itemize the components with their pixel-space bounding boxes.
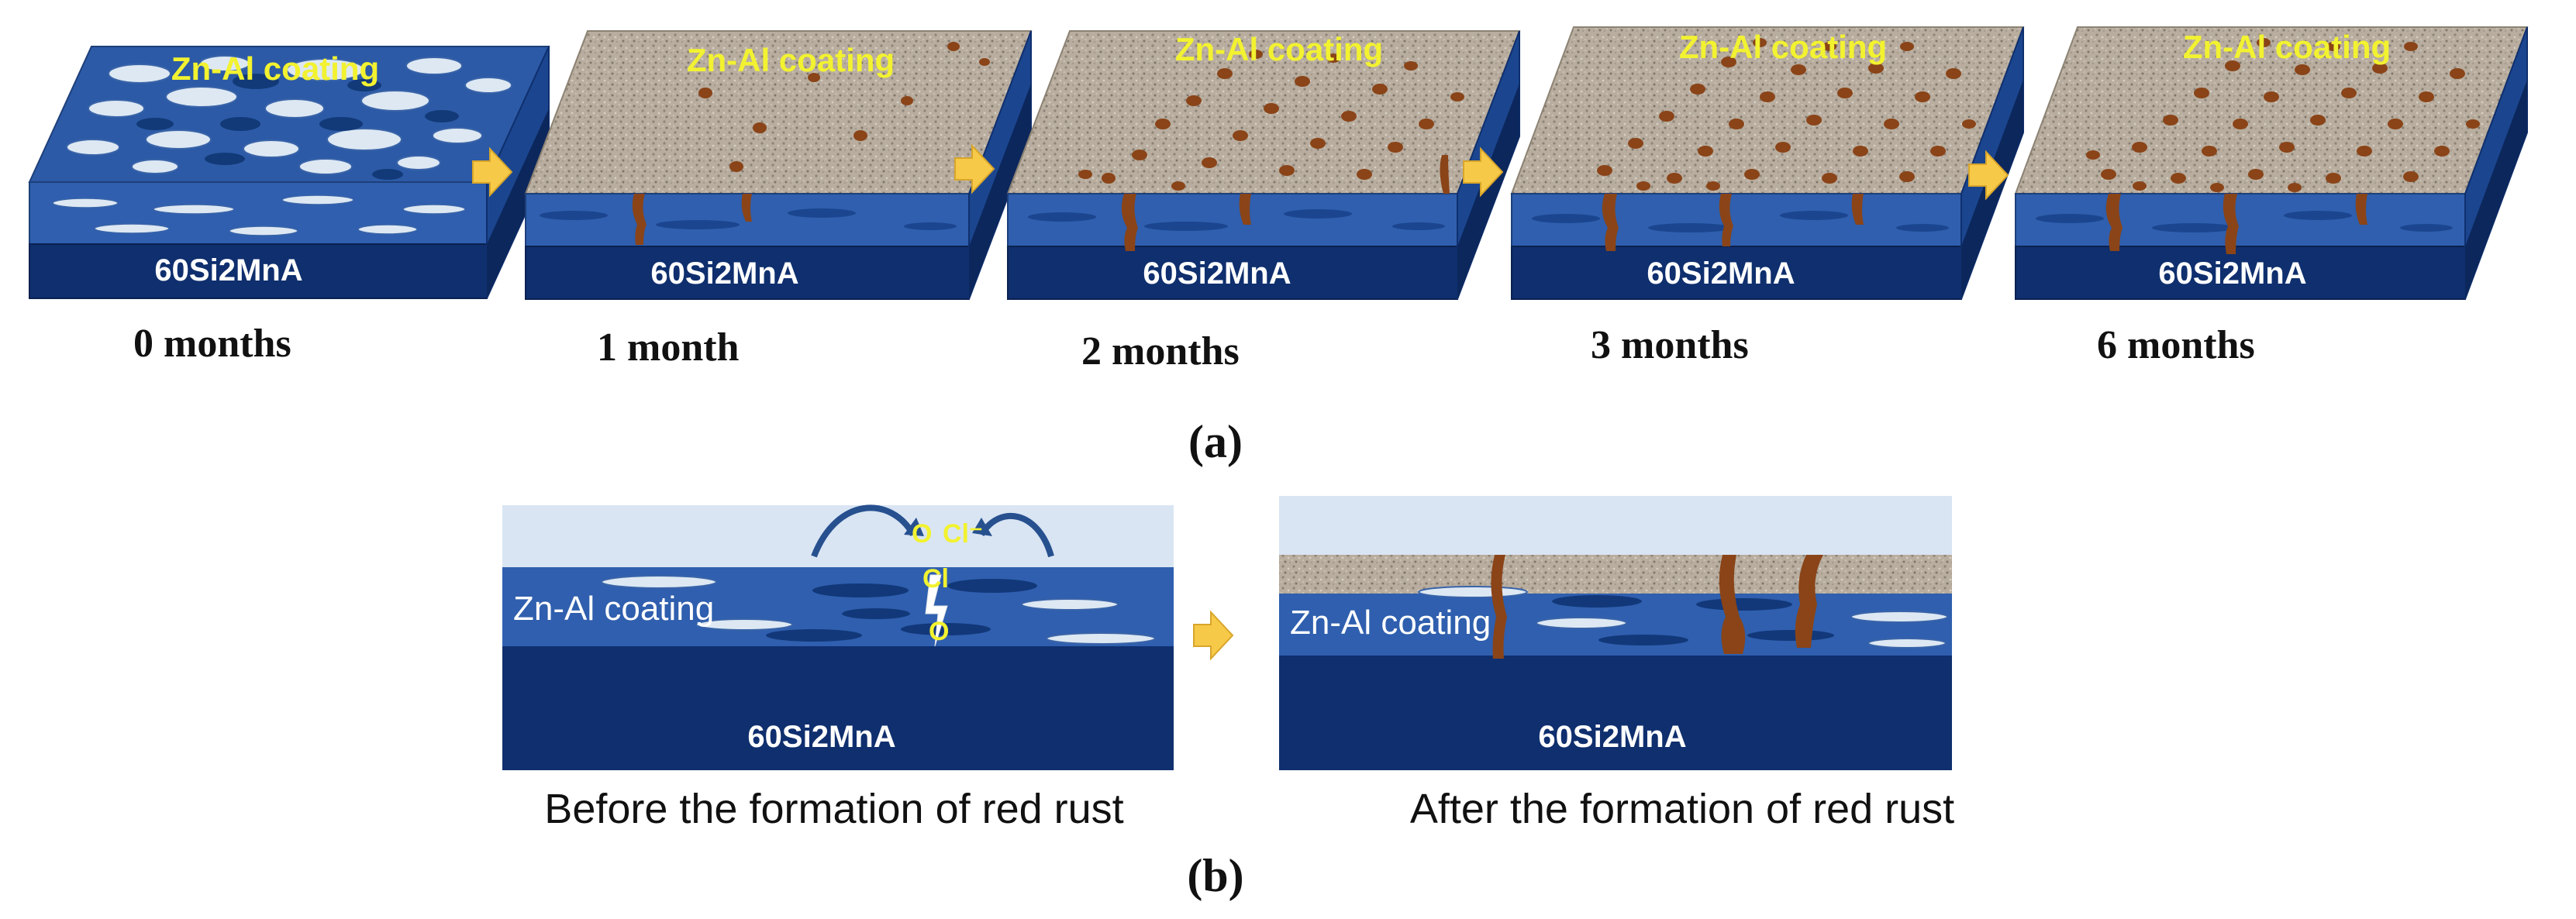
rust-spots [2086,38,2480,192]
block-0-months: Zn-Al coating 60Si2MnA [28,46,550,299]
substrate-label: 60Si2MnA [1647,256,1795,291]
caption-before: Before the formation of red rust [544,786,1123,832]
coating-pores [66,55,512,175]
block-2-months: Zn-Al coating 60Si2MnA [1006,30,1521,300]
before-cross-section: O Cl⁻ Cl O Zn-Al coating 60Si2MnA [502,504,1174,770]
coating-label: Zn-Al coating [1679,29,1887,65]
substrate-label: 60Si2MnA [1538,720,1686,754]
after-cross-section: Zn-Al coating 60Si2MnA [1279,496,1952,770]
rust-spots [1597,38,1976,191]
ion-label-o: O [912,519,932,549]
rust-spots [1078,50,1464,191]
rust-spots [698,42,990,172]
coating-label: Zn-Al coating [1290,604,1491,642]
substrate-label: 60Si2MnA [1143,256,1291,291]
time-label-0: 0 months [133,322,291,366]
block-3-months: Zn-Al coating 60Si2MnA [1510,26,2025,300]
coating-label: Zn-Al coating [513,590,714,628]
ion-label-cl: Cl⁻ [943,519,983,549]
coating-pores [601,575,1156,645]
coating-label: Zn-Al coating [1175,31,1383,67]
rust-channels [632,194,752,245]
crack-icon [925,574,948,647]
substrate-label: 60Si2MnA [650,256,798,291]
curved-arrow-icon [811,504,916,558]
rust-channels [2105,194,2367,254]
curved-arrow-icon [978,512,1054,558]
coating-label: Zn-Al coating [687,42,895,78]
substrate-label: 60Si2MnA [154,253,302,287]
time-label-6: 6 months [2097,323,2255,367]
ion-label-o-2: O [929,617,949,646]
time-label-3: 3 months [1591,323,1749,367]
block-1-month: Zn-Al coating 60Si2MnA [524,30,1033,300]
time-label-1: 1 month [597,325,740,370]
block-6-months: Zn-Al coating 60Si2MnA [2014,26,2529,300]
substrate-label: 60Si2MnA [747,720,895,754]
caption-after: After the formation of red rust [1410,786,1954,832]
rust-channels [1491,555,1823,659]
panel-b-label: (b) [1187,850,1243,901]
substrate-label: 60Si2MnA [2158,256,2306,291]
rust-channels [1602,194,1864,251]
arrow-icon [1193,611,1233,659]
panel-a-label: (a) [1188,416,1243,467]
time-label-2: 2 months [1081,329,1240,373]
ion-label-cl-2: Cl [922,564,949,594]
coating-label: Zn-Al coating [2183,29,2391,65]
coating-label: Zn-Al coating [171,50,379,87]
rust-channels [1121,155,1450,251]
